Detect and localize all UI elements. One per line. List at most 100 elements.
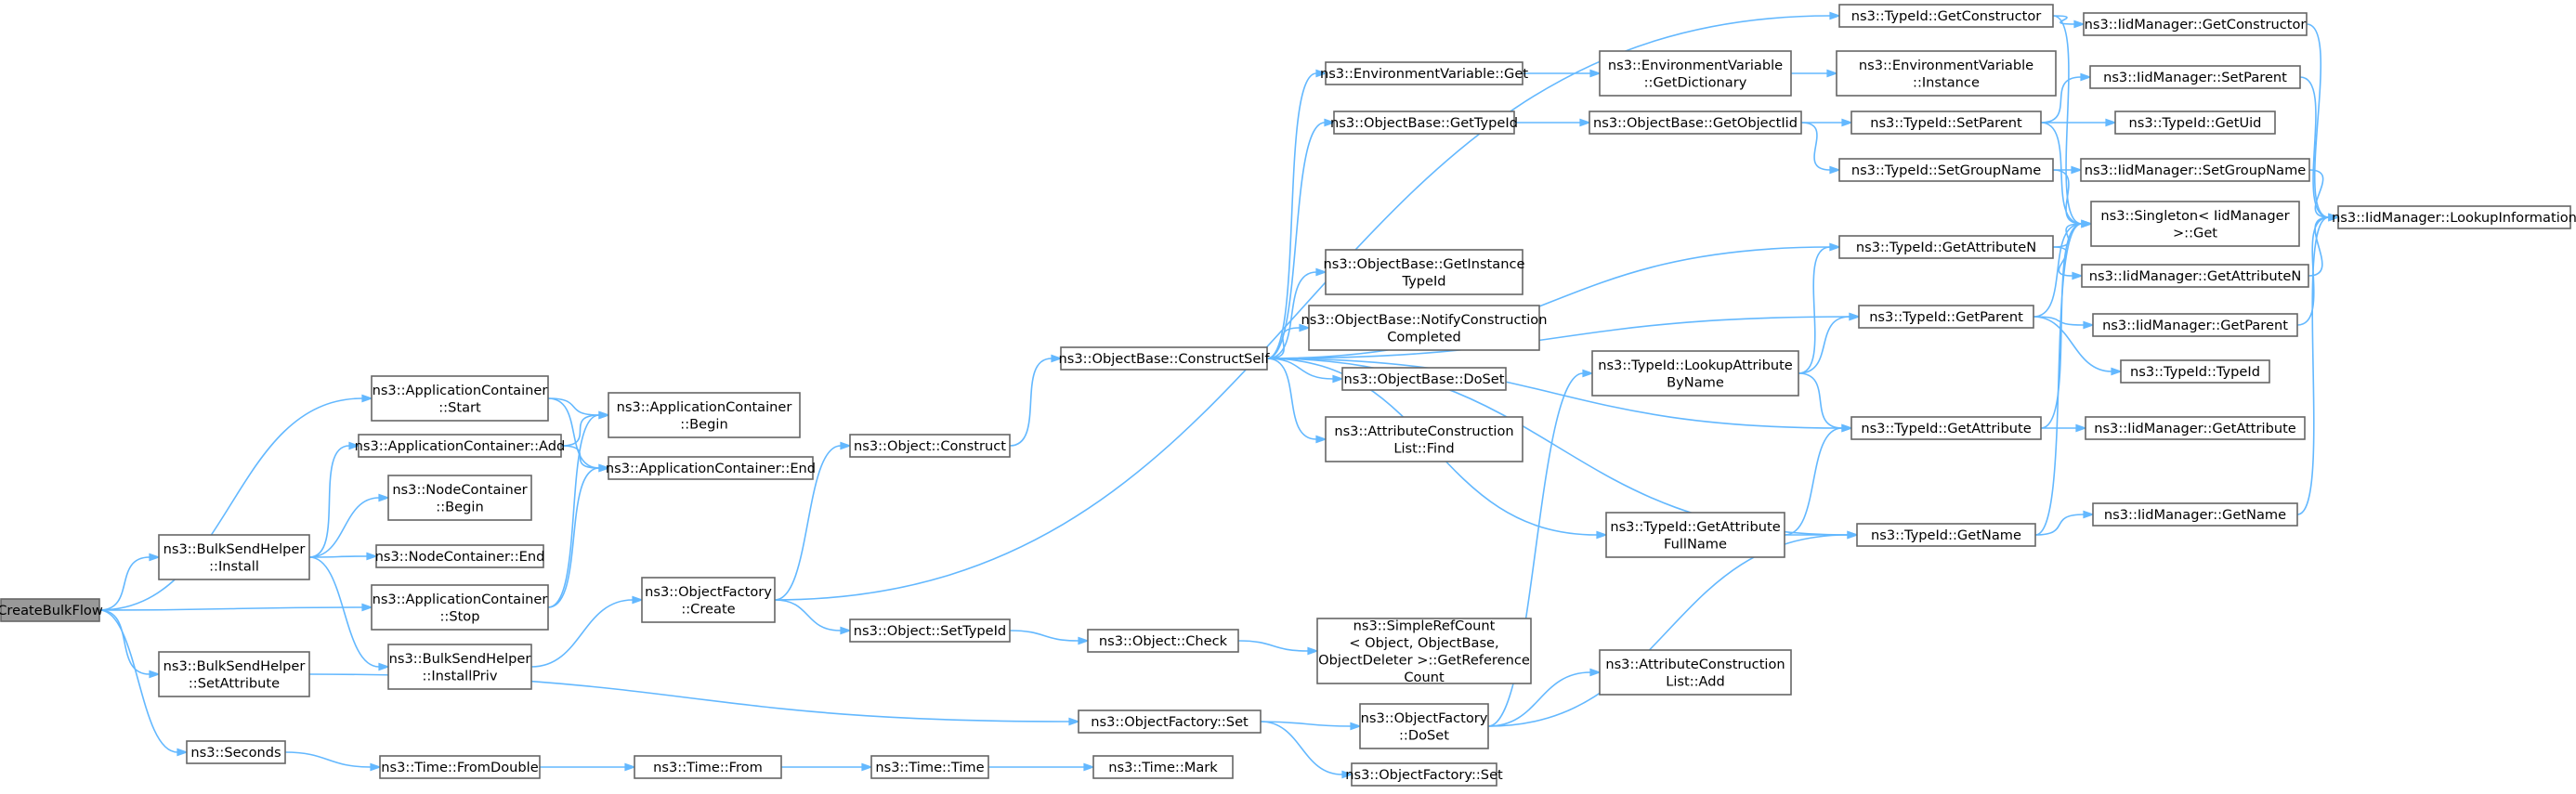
node-label: ns3::NodeContainer::End [375, 549, 545, 565]
node-applicationcontainer-add[interactable]: ns3::ApplicationContainer::Add [355, 434, 566, 458]
node-iidmanager-setgroupname[interactable]: ns3::IidManager::SetGroupName [2080, 158, 2310, 182]
node-typeid-getname[interactable]: ns3::TypeId::GetName [1856, 523, 2036, 547]
edge-objectfactory-doset-to-typeid-getname [1487, 534, 1849, 727]
node-objectbase-gettypeid[interactable]: ns3::ObjectBase::GetTypeId [1330, 111, 1518, 135]
node-bulksendhelper-installpriv[interactable]: ns3::BulkSendHelper::InstallPriv [387, 644, 532, 690]
node-object-check[interactable]: ns3::Object::Check [1087, 629, 1239, 653]
edge-typeid-getattribute-fullname-to-typeid-getattribute [1784, 427, 1843, 536]
edge-arrowhead [2073, 20, 2086, 29]
node-objectbase-notifyconstruction-completed[interactable]: ns3::ObjectBase::NotifyConstructionCompl… [1301, 305, 1548, 351]
edge-objectbase-constructself-to-objectbase-notifyconstruction-completed [1266, 327, 1301, 359]
node-iidmanager-getconstructor[interactable]: ns3::IidManager::GetConstructor [2083, 12, 2308, 36]
node-time-fromdouble[interactable]: ns3::Time::FromDouble [379, 755, 541, 779]
node-objectbase-constructself[interactable]: ns3::ObjectBase::ConstructSelf [1059, 346, 1271, 371]
node-typeid-getconstructor[interactable]: ns3::TypeId::GetConstructor [1838, 4, 2054, 28]
node-objectbase-doset[interactable]: ns3::ObjectBase::DoSet [1341, 367, 1507, 391]
node-box [1599, 649, 1792, 696]
node-applicationcontainer-stop[interactable]: ns3::ApplicationContainer::Stop [371, 584, 549, 631]
node-object-settypeid[interactable]: ns3::Object::SetTypeId [849, 618, 1011, 643]
node-label: ::Begin [436, 499, 483, 514]
node-label: ns3::IidManager::SetParent [2103, 70, 2287, 85]
edge-createbulkflow-to-applicationcontainer-start [98, 397, 363, 611]
node-iidmanager-getparent[interactable]: ns3::IidManager::GetParent [2092, 313, 2298, 337]
node-objectfactory-set[interactable]: ns3::ObjectFactory::Set [1078, 709, 1262, 734]
node-objectfactory-create[interactable]: ns3::ObjectFactory::Create [641, 577, 776, 623]
node-nodecontainer-begin[interactable]: ns3::NodeContainer::Begin [387, 475, 532, 521]
node-object-construct[interactable]: ns3::Object::Construct [849, 434, 1011, 458]
node-label: ns3::Time::From [653, 760, 763, 775]
node-environmentvariable-get[interactable]: ns3::EnvironmentVariable::Get [1320, 61, 1528, 85]
node-label: ns3::ObjectFactory [1361, 710, 1488, 726]
node-typeid-getparent[interactable]: ns3::TypeId::GetParent [1858, 305, 2034, 329]
node-iidmanager-lookupinformation[interactable]: ns3::IidManager::LookupInformation [2332, 205, 2576, 229]
node-box [608, 456, 814, 480]
edge-arrowhead [2083, 510, 2095, 519]
node-label: ns3::ObjectBase::GetObjectIid [1593, 115, 1798, 131]
node-applicationcontainer-start[interactable]: ns3::ApplicationContainer::Start [371, 375, 549, 422]
edge-arrowhead [2328, 213, 2340, 222]
edge-arrowhead [1582, 369, 1594, 378]
edge-arrowhead [1589, 69, 1602, 78]
node-typeid-setgroupname[interactable]: ns3::TypeId::SetGroupName [1838, 158, 2054, 182]
edge-objectbase-constructself-to-typeid-getattribute [1266, 358, 1843, 429]
node-time-time[interactable]: ns3::Time::Time [870, 755, 989, 779]
node-box [2114, 111, 2276, 135]
node-typeid-getuid[interactable]: ns3::TypeId::GetUid [2114, 111, 2276, 135]
node-iidmanager-getattribute[interactable]: ns3::IidManager::GetAttribute [2085, 416, 2306, 440]
node-environmentvariable-getdictionary[interactable]: ns3::EnvironmentVariable::GetDictionary [1599, 50, 1792, 97]
edge-arrowhead [840, 626, 852, 635]
node-label: FullName [1664, 536, 1727, 552]
node-label: ns3::IidManager::GetAttributeN [2089, 268, 2302, 284]
node-simplerefcount-object-objectbase-objectdeleter-getreference-count[interactable]: ns3::SimpleRefCount< Object, ObjectBase,… [1316, 618, 1532, 685]
node-box [634, 755, 782, 779]
edge-objectbase-constructself-to-typeid-getparent [1266, 316, 1850, 359]
node-typeid-typeid[interactable]: ns3::TypeId::TypeId [2120, 359, 2270, 384]
node-box [1308, 305, 1540, 351]
node-typeid-getattributen[interactable]: ns3::TypeId::GetAttributeN [1838, 235, 2054, 259]
node-typeid-setparent[interactable]: ns3::TypeId::SetParent [1850, 111, 2042, 135]
edge-arrowhead [1829, 165, 1841, 175]
edge-bulksendhelper-install-to-applicationcontainer-add [308, 445, 350, 558]
node-box [1858, 305, 2034, 329]
edge-arrowhead [177, 748, 189, 757]
node-box [379, 755, 541, 779]
node-label: TypeId [1401, 273, 1445, 289]
node-applicationcontainer-end[interactable]: ns3::ApplicationContainer::End [606, 456, 816, 480]
node-bulksendhelper-install[interactable]: ns3::BulkSendHelper::Install [158, 534, 310, 580]
node-objectfactory-set[interactable]: ns3::ObjectFactory::Set [1345, 762, 1503, 787]
node-iidmanager-getattributen[interactable]: ns3::IidManager::GetAttributeN [2081, 264, 2309, 288]
node-iidmanager-getname[interactable]: ns3::IidManager::GetName [2092, 502, 2298, 527]
node-time-mark[interactable]: ns3::Time::Mark [1092, 755, 1234, 779]
node-time-from[interactable]: ns3::Time::From [634, 755, 782, 779]
node-layer: CreateBulkFlow ns3::ApplicationContainer:… [0, 4, 2576, 787]
node-seconds[interactable]: ns3::Seconds [186, 740, 286, 764]
edge-applicationcontainer-stop-to-applicationcontainer-begin [547, 414, 600, 608]
node-box [641, 577, 776, 623]
node-singleton-iidmanager-get[interactable]: ns3::Singleton< IidManager>::Get [2090, 201, 2300, 247]
node-label: ns3::Time::FromDouble [381, 760, 538, 775]
node-environmentvariable-instance[interactable]: ns3::EnvironmentVariable::Instance [1836, 50, 2057, 97]
node-box [2092, 502, 2298, 527]
node-typeid-getattribute[interactable]: ns3::TypeId::GetAttribute [1850, 416, 2042, 440]
edge-objectbase-constructself-to-objectbase-getinstance-typeid [1266, 271, 1317, 359]
edge-object-settypeid-to-object-check [1009, 630, 1079, 642]
edge-arrowhead [1826, 69, 1838, 78]
node-bulksendhelper-setattribute[interactable]: ns3::BulkSendHelper::SetAttribute [158, 651, 310, 697]
edge-arrowhead [2080, 72, 2092, 82]
node-iidmanager-setparent[interactable]: ns3::IidManager::SetParent [2089, 65, 2301, 89]
node-objectfactory-doset[interactable]: ns3::ObjectFactory::DoSet [1359, 703, 1489, 749]
node-nodecontainer-end[interactable]: ns3::NodeContainer::End [375, 544, 545, 568]
node-label: ::SetAttribute [189, 675, 280, 691]
node-createbulkflow[interactable]: CreateBulkFlow [0, 598, 103, 622]
node-applicationcontainer-begin[interactable]: ns3::ApplicationContainer::Begin [608, 392, 801, 438]
node-objectbase-getobjectiid[interactable]: ns3::ObjectBase::GetObjectIid [1589, 111, 1802, 135]
node-label: ::Instance [1913, 74, 1980, 90]
edge-objectfactory-create-to-object-construct [774, 445, 842, 601]
edge-objectfactory-doset-to-typeid-lookupattribute-byname [1487, 372, 1584, 727]
